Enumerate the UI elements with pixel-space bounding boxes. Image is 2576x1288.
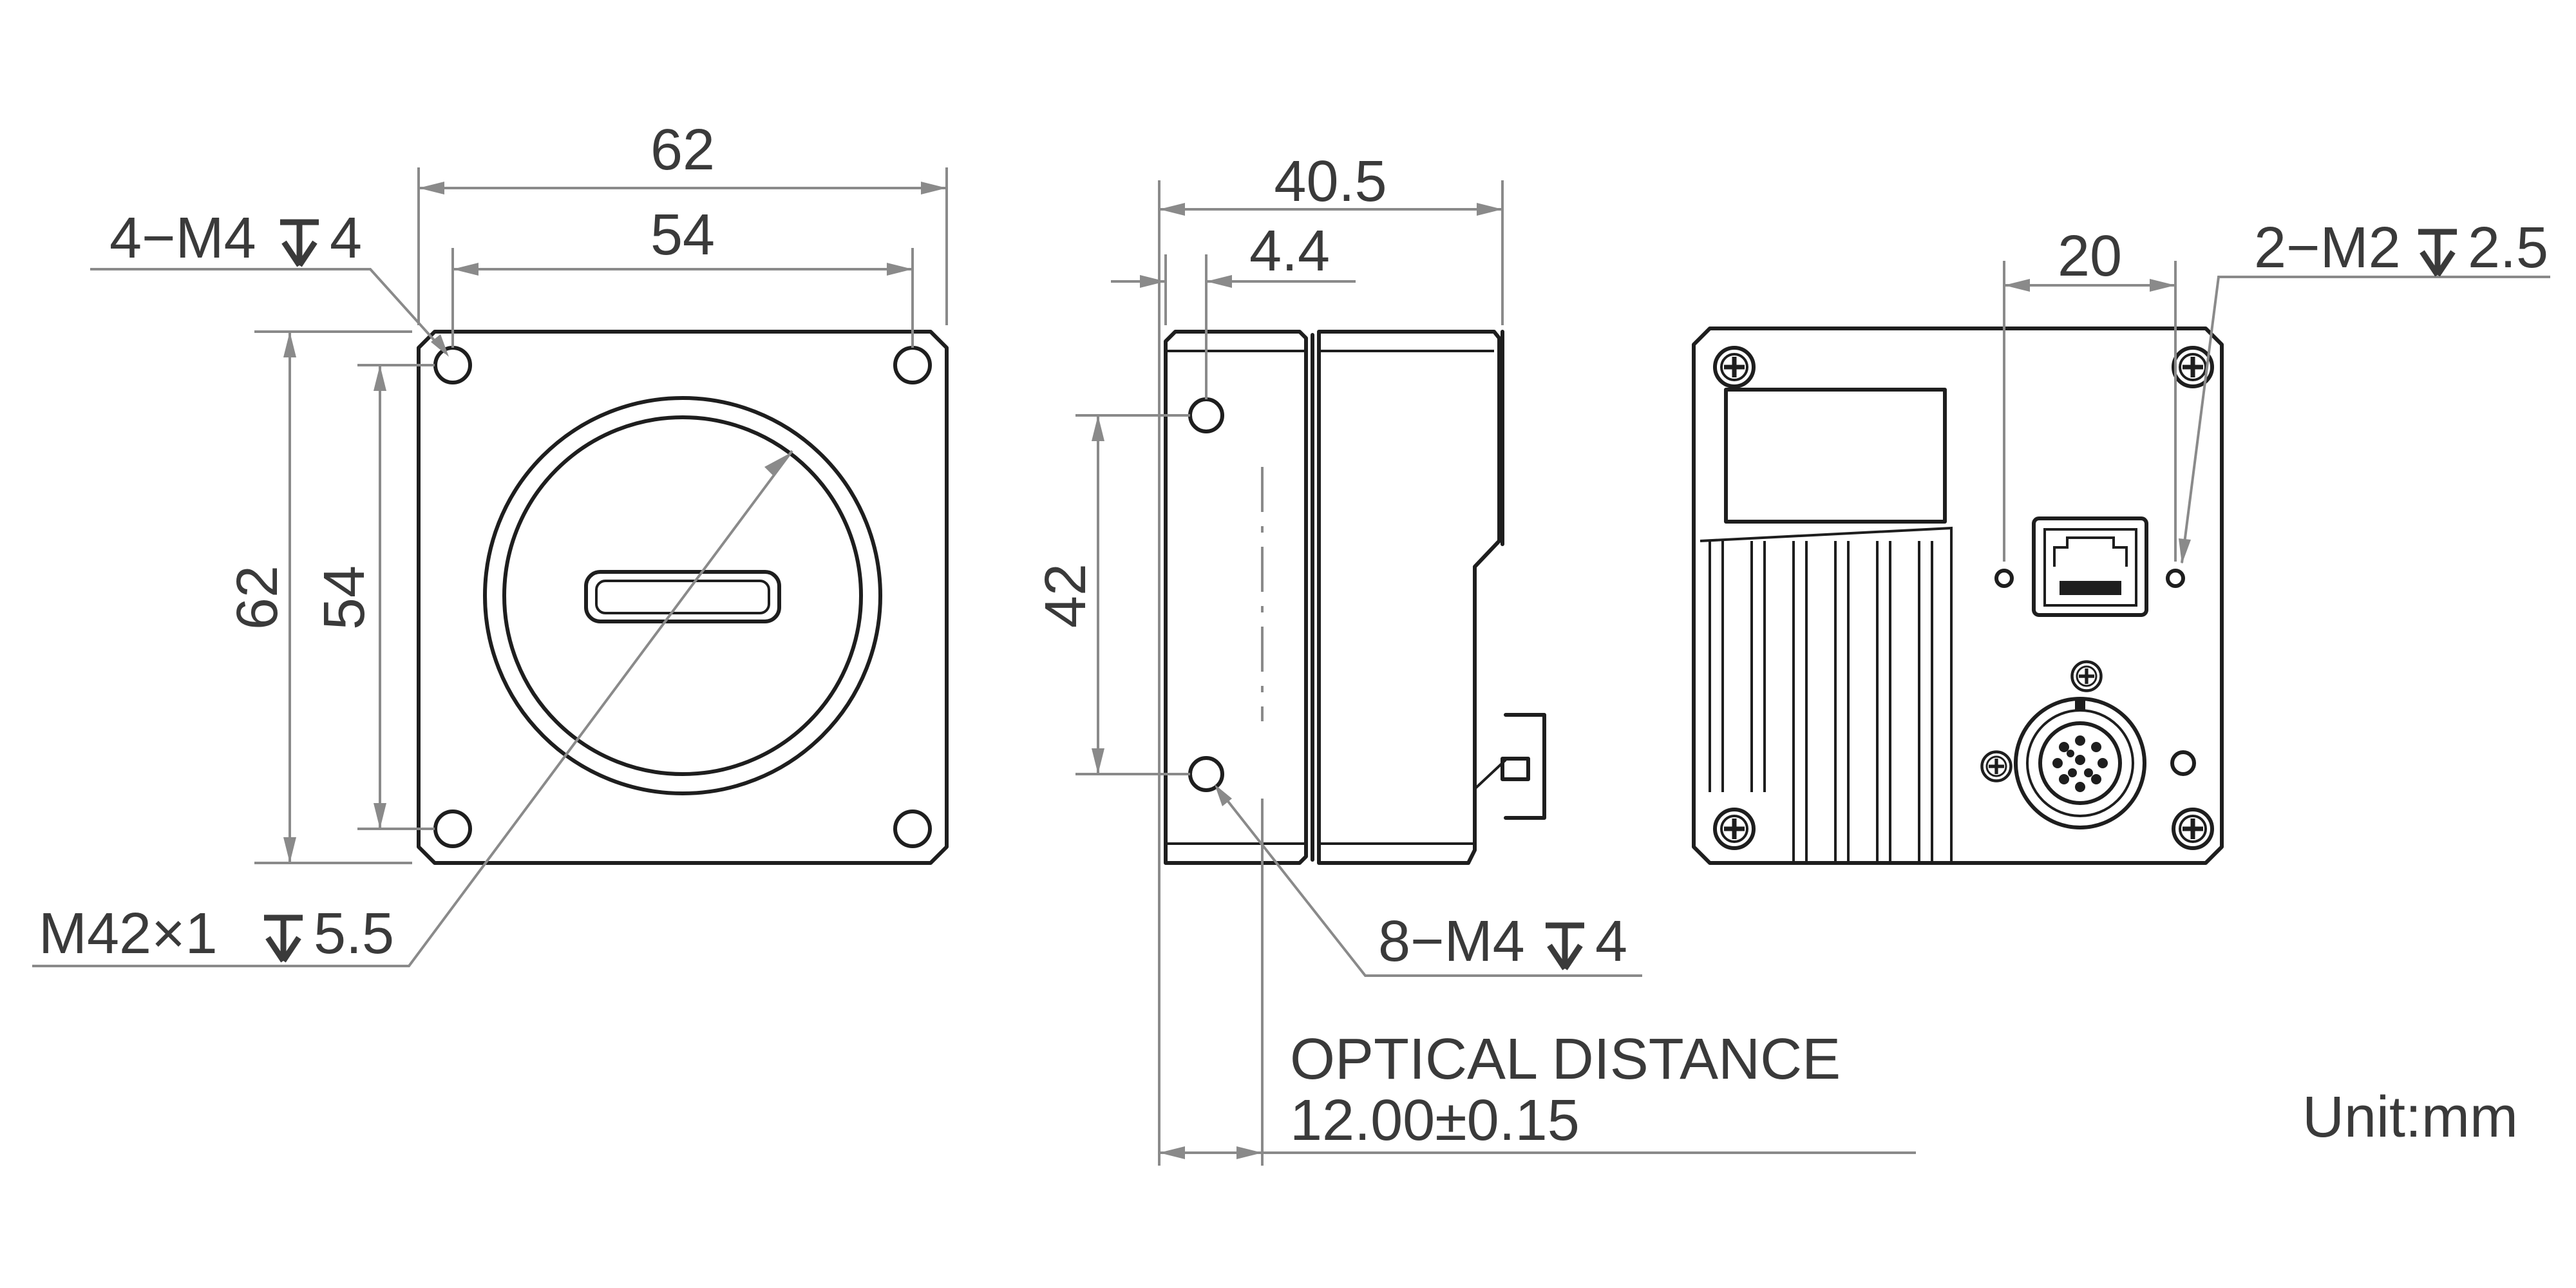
mount-hole-top-left — [433, 346, 472, 384]
io-connector — [2014, 697, 2146, 829]
mount-hole-bottom-right — [893, 810, 932, 848]
callout-2-m2: 2−M2 — [2254, 216, 2401, 280]
sensor-slot-outer — [584, 570, 781, 623]
dim-side-depth-40-5: 40.5 — [1274, 149, 1387, 214]
front-view: 62 54 62 54 4−M4 4 M42×1 5.5 — [32, 118, 949, 967]
dim-rear-holes-20: 20 — [2058, 224, 2122, 289]
dim-front-hole-width-54: 54 — [650, 203, 715, 267]
side-connector — [1504, 713, 1546, 820]
side-front-flange — [1164, 330, 1308, 865]
rear-screw-bottom-right — [2174, 810, 2212, 848]
connector-screw-left — [1982, 752, 2011, 781]
lens-mount-outer-ring — [483, 396, 882, 795]
lens-mount-inner-ring — [502, 415, 863, 776]
dim-side-holes-42: 42 — [1034, 564, 1098, 628]
unit-label: Unit:mm — [2302, 1085, 2518, 1150]
optical-distance-value: 12.00±0.15 — [1290, 1088, 1580, 1153]
side-hole-top — [1188, 397, 1224, 433]
dim-front-hole-height-54: 54 — [312, 565, 377, 630]
mount-hole-top-right — [893, 346, 932, 384]
side-hole-bottom — [1188, 756, 1224, 792]
dim-front-width-62: 62 — [650, 118, 715, 182]
label-plate — [1724, 388, 1947, 524]
callout-4-m4: 4−M4 — [109, 206, 256, 270]
cooling-fin-area — [1700, 526, 1953, 862]
rear-hole-left — [1994, 569, 2014, 588]
rear-screw-bottom-left — [1715, 810, 1754, 848]
front-body-outline — [417, 330, 949, 865]
callout-4-m4-depth: 4 — [330, 206, 362, 270]
ethernet-port — [2032, 516, 2148, 617]
callout-m42-mount: M42×1 — [39, 902, 218, 966]
cooling-fins — [1709, 541, 1933, 862]
rear-screw-top-left — [1715, 348, 1754, 386]
connector-screw-top — [2072, 662, 2101, 691]
rear-view: 20 2−M2 2.5 — [1692, 216, 2550, 865]
callout-8-m4-depth: 4 — [1595, 909, 1627, 974]
side-view: 40.5 4.4 42 8−M4 4 OPTICAL DISTANCE 12.0… — [1034, 149, 1916, 1166]
callout-8-m4: 8−M4 — [1378, 909, 1525, 974]
callout-m42-depth: 5.5 — [314, 902, 394, 966]
rear-hole-right — [2166, 569, 2185, 588]
dim-front-height-62: 62 — [225, 565, 290, 630]
dim-side-flange-4-4: 4.4 — [1249, 219, 1330, 283]
mount-hole-bottom-left — [433, 810, 472, 848]
status-led — [2170, 750, 2196, 776]
side-main-body — [1317, 330, 1501, 865]
optical-distance-label: OPTICAL DISTANCE — [1290, 1027, 1841, 1092]
callout-2-m2-depth: 2.5 — [2468, 216, 2548, 280]
sensor-slot-inner — [595, 580, 770, 614]
